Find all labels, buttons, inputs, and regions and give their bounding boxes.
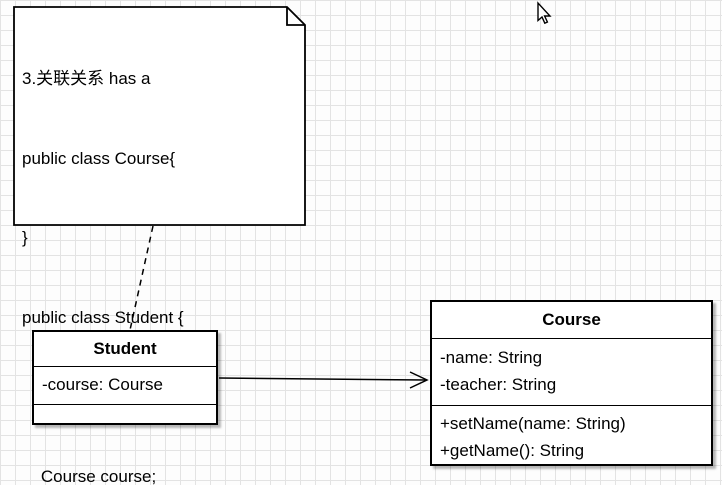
association-line[interactable] (218, 377, 427, 381)
note-line: public class Student { (22, 307, 184, 327)
course-methods-compartment: +setName(name: String) +getName(): Strin… (432, 405, 711, 464)
mouse-pointer-icon (537, 1, 552, 25)
course-attributes-compartment: -name: String -teacher: String (432, 339, 711, 405)
note-line: public class Course{ (22, 148, 176, 168)
note-connector-dashed-line[interactable] (129, 225, 154, 331)
course-attribute: -teacher: String (440, 375, 557, 394)
association-arrowhead-icon (409, 371, 429, 389)
uml-note-fold (286, 7, 305, 26)
uml-note-shape[interactable] (13, 6, 306, 226)
student-class-title: Student (34, 332, 216, 367)
student-class-box[interactable]: Student -course: Course (32, 330, 218, 425)
note-line: } (22, 228, 28, 247)
student-methods-compartment (34, 404, 216, 423)
course-attribute: -name: String (440, 348, 543, 367)
note-line: 3.关联关系 has a (22, 69, 151, 88)
course-class-title: Course (432, 302, 711, 339)
course-method: +getName(): String (440, 441, 585, 460)
course-class-box[interactable]: Course -name: String -teacher: String +s… (430, 300, 713, 466)
student-attribute: -course: Course (42, 375, 163, 394)
course-method: +setName(name: String) (440, 414, 626, 433)
note-line: Course course; (22, 466, 157, 485)
